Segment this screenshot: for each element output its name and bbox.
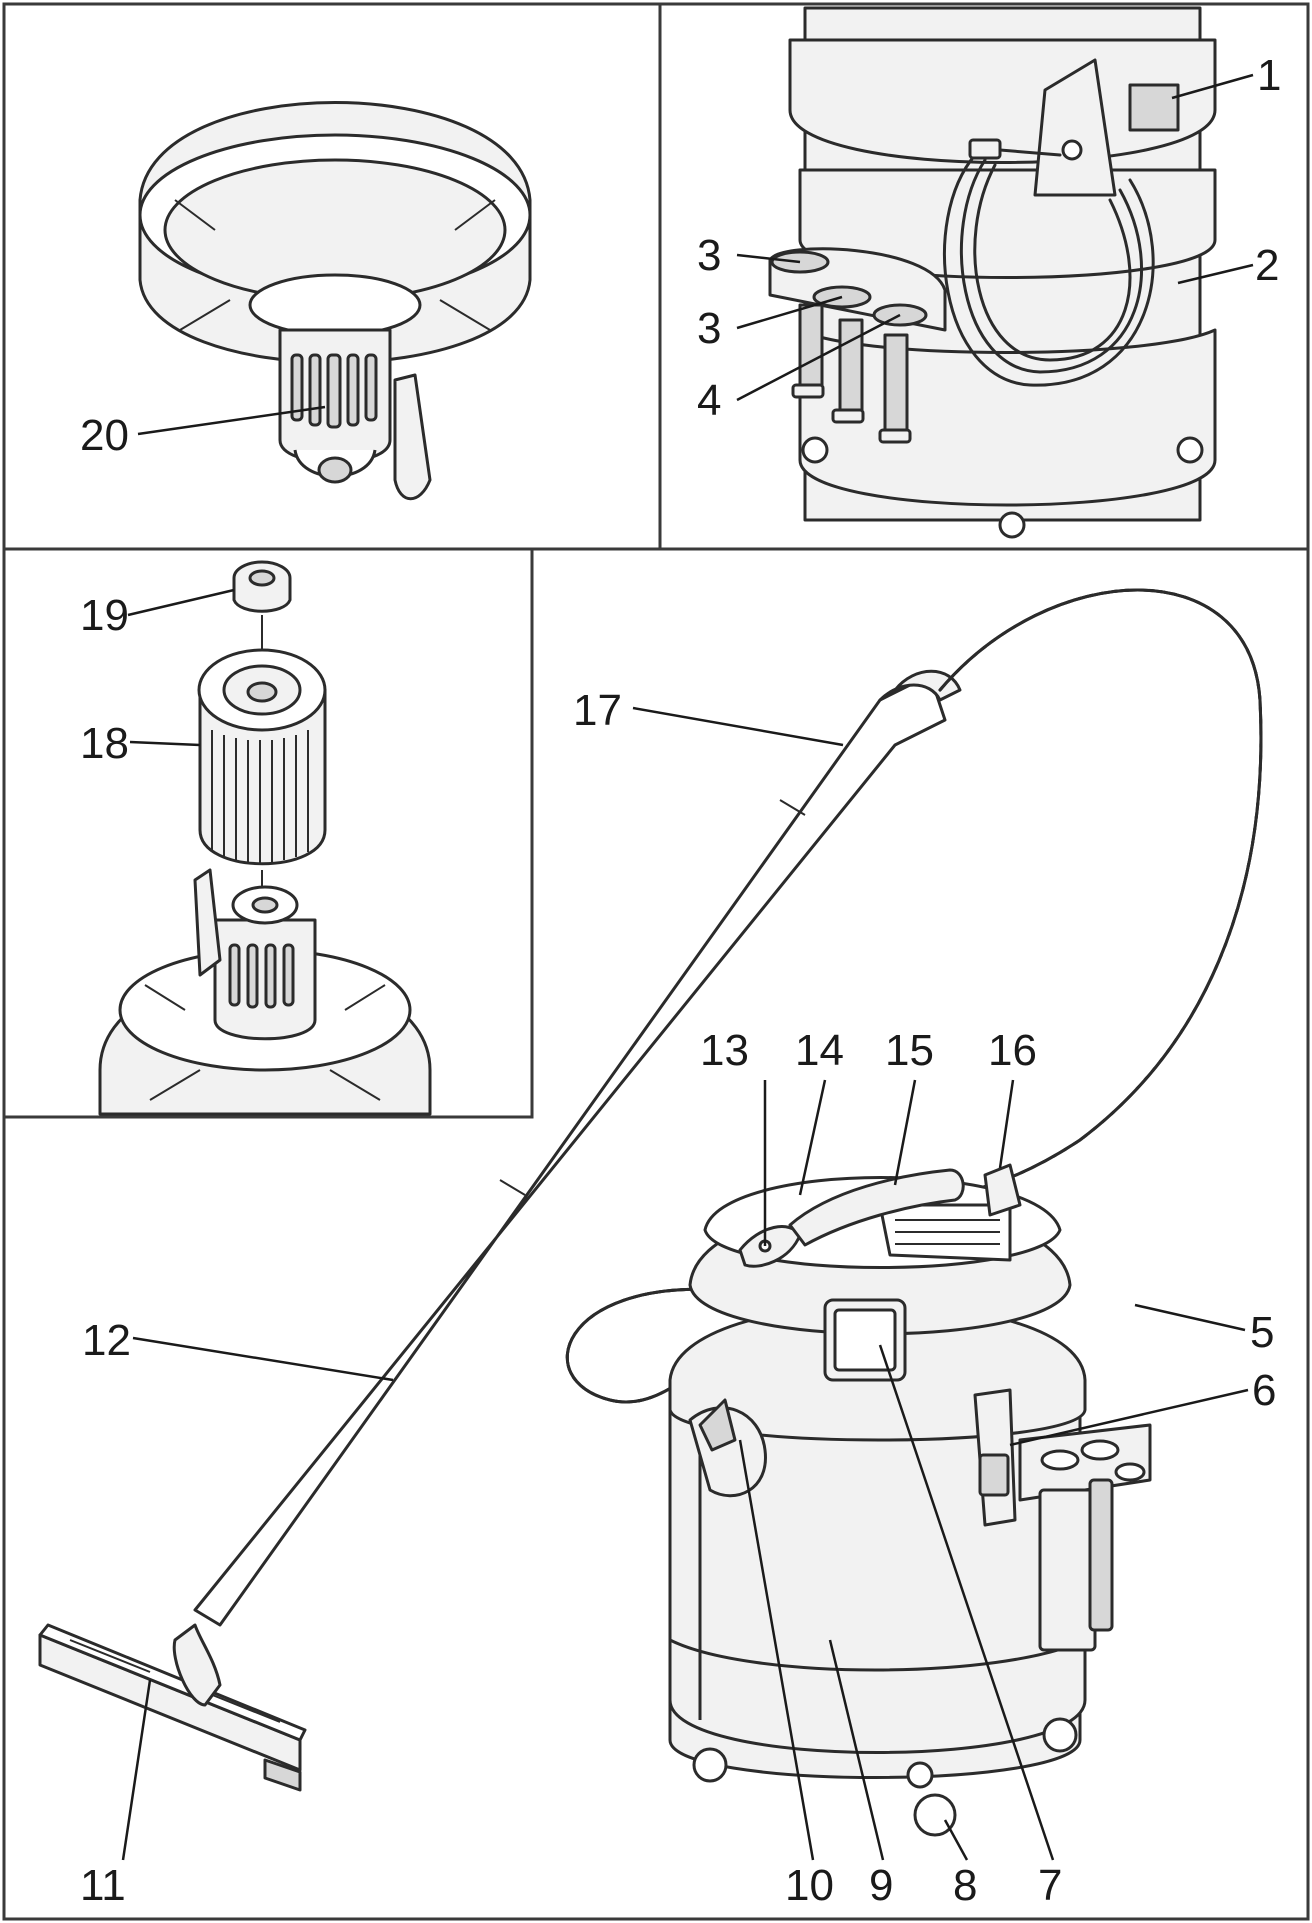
- hose-holder-top: [983, 1163, 1022, 1217]
- cord-hook: [1033, 58, 1117, 197]
- motor-head: [668, 1163, 1087, 1442]
- callout-19: 19: [80, 591, 129, 640]
- floor-nozzle: [38, 1623, 307, 1792]
- callout-6: 6: [1252, 1366, 1276, 1415]
- rating-label: [1128, 83, 1180, 132]
- castors: [692, 1717, 1078, 1837]
- callout-12: 12: [82, 1316, 131, 1365]
- filter-nut: [232, 560, 292, 613]
- callout-2: 2: [1255, 241, 1279, 290]
- panel-filter-cartridge: [98, 560, 432, 1116]
- panel-rear-view: [768, 6, 1217, 539]
- callout-7: 7: [1038, 1861, 1062, 1910]
- power-cord: [943, 138, 1155, 387]
- cartridge-filter: [197, 648, 327, 866]
- callout-1: 1: [1257, 51, 1281, 100]
- callout-14: 14: [795, 1026, 844, 1075]
- callout-8: 8: [953, 1861, 977, 1910]
- callout-5: 5: [1250, 1308, 1274, 1357]
- callout-numbers: 1 2 3 3 4 5 6 7 8 9 10 11 12 13 14 15 16…: [80, 51, 1281, 1910]
- filter-housing-top: [98, 868, 432, 1116]
- callout-20: 20: [80, 411, 129, 460]
- callout-11: 11: [80, 1861, 126, 1910]
- container-body: [668, 1388, 1087, 1779]
- leader-lines: [121, 73, 1254, 1861]
- callout-3-lower: 3: [697, 304, 721, 353]
- side-latch: [973, 1388, 1017, 1527]
- accessory-holder: [768, 247, 947, 444]
- callout-15: 15: [885, 1026, 934, 1075]
- panel-assembly: [38, 588, 1263, 1837]
- callout-9: 9: [869, 1861, 893, 1910]
- carry-handle: [788, 1168, 965, 1247]
- panel-filter-housing-underside: [138, 101, 532, 501]
- callout-3-upper: 3: [697, 231, 721, 280]
- suction-tube: [193, 669, 962, 1627]
- callout-17: 17: [573, 686, 622, 735]
- rear-castors: [801, 436, 1204, 539]
- callout-13: 13: [700, 1026, 749, 1075]
- front-accessory-holder: [1018, 1423, 1152, 1652]
- callout-18: 18: [80, 719, 129, 768]
- callout-4: 4: [697, 376, 721, 425]
- filter-basket-slots: [290, 353, 378, 429]
- callout-10: 10: [785, 1861, 834, 1910]
- callout-16: 16: [988, 1026, 1037, 1075]
